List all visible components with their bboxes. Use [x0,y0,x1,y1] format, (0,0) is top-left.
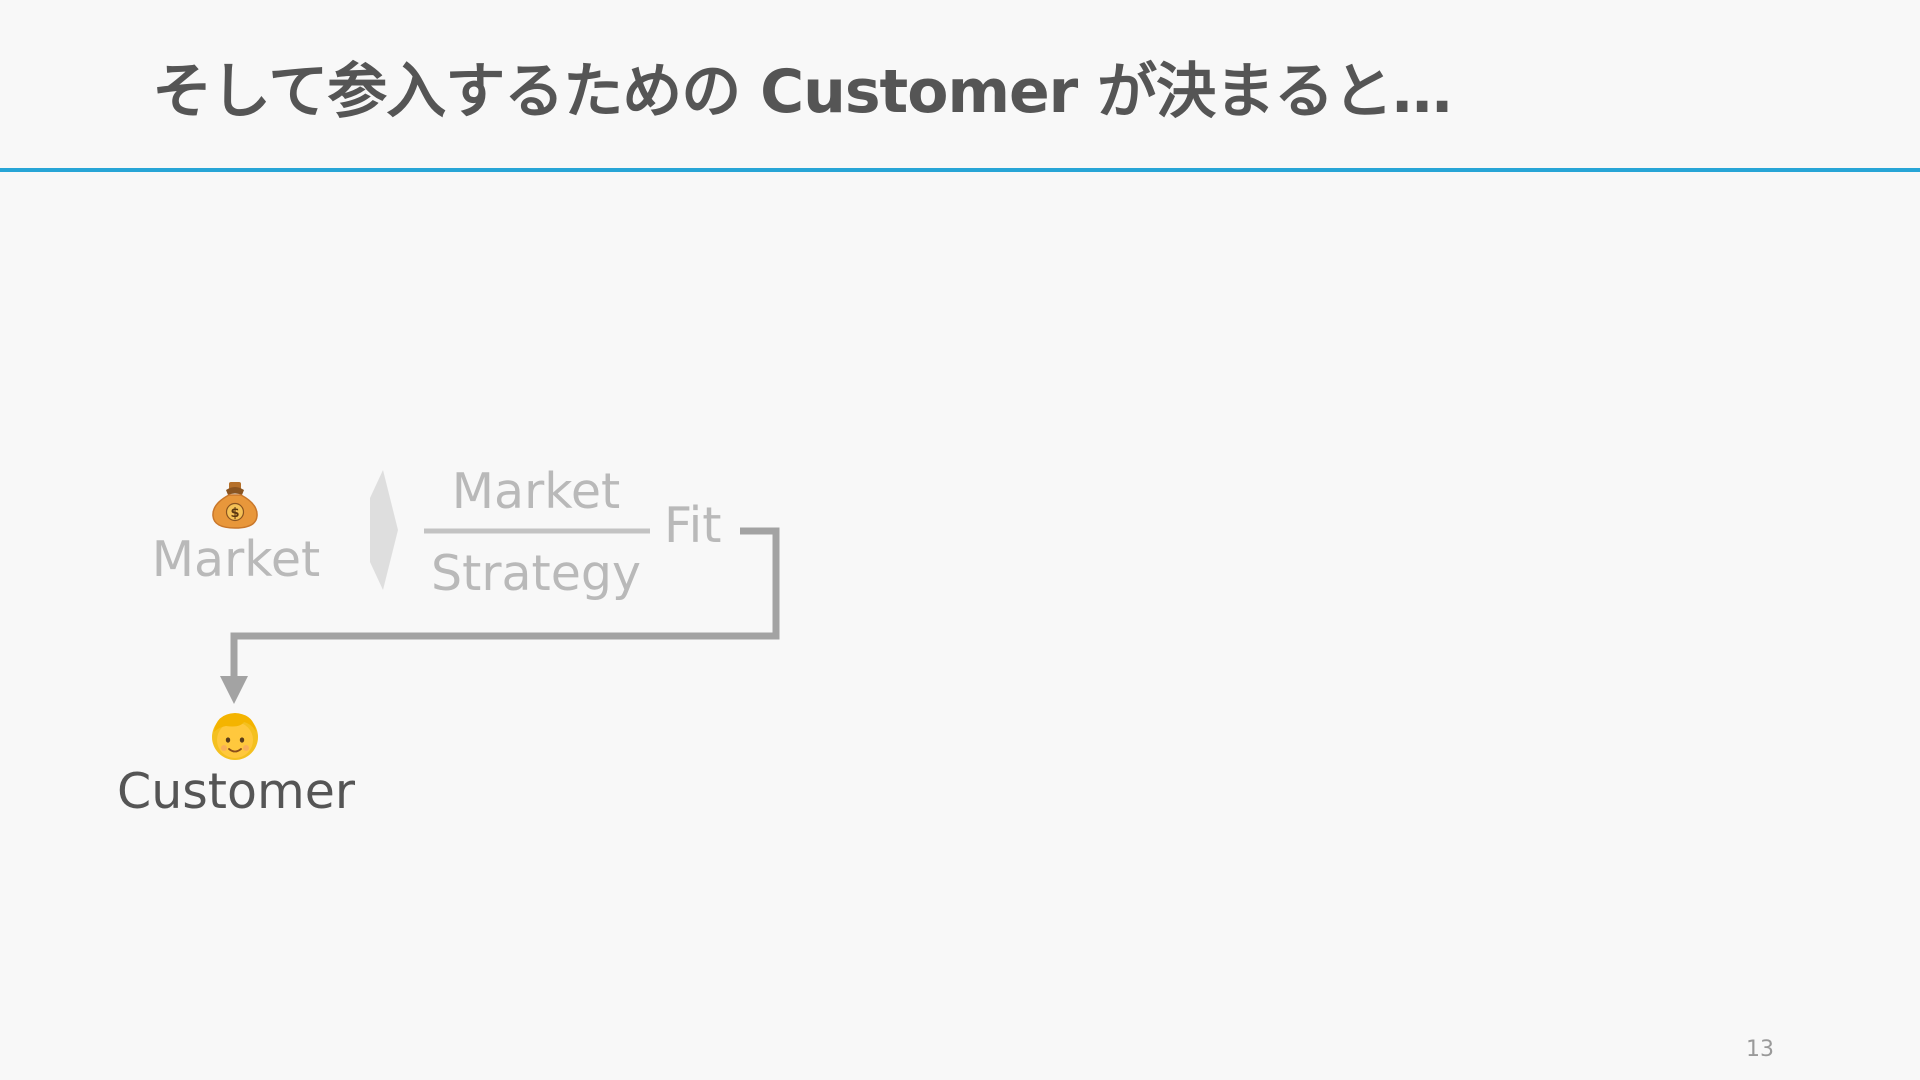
customer-label: Customer [116,763,355,820]
chevron-arrow-icon [370,470,398,590]
market-label: Market [151,531,321,588]
person-icon [212,713,258,760]
connector-arrow [220,527,780,704]
page-number: 13 [1746,1037,1774,1062]
title-underline [0,168,1920,172]
fraction-numerator: Market [451,463,621,520]
fraction-denominator: Strategy [431,545,641,602]
svg-text:$: $ [230,506,239,521]
money-bag-icon: $ [212,482,258,529]
fit-label: Fit [664,497,722,554]
slide-title: そして参入するための Customer が決まると… [152,57,1452,127]
